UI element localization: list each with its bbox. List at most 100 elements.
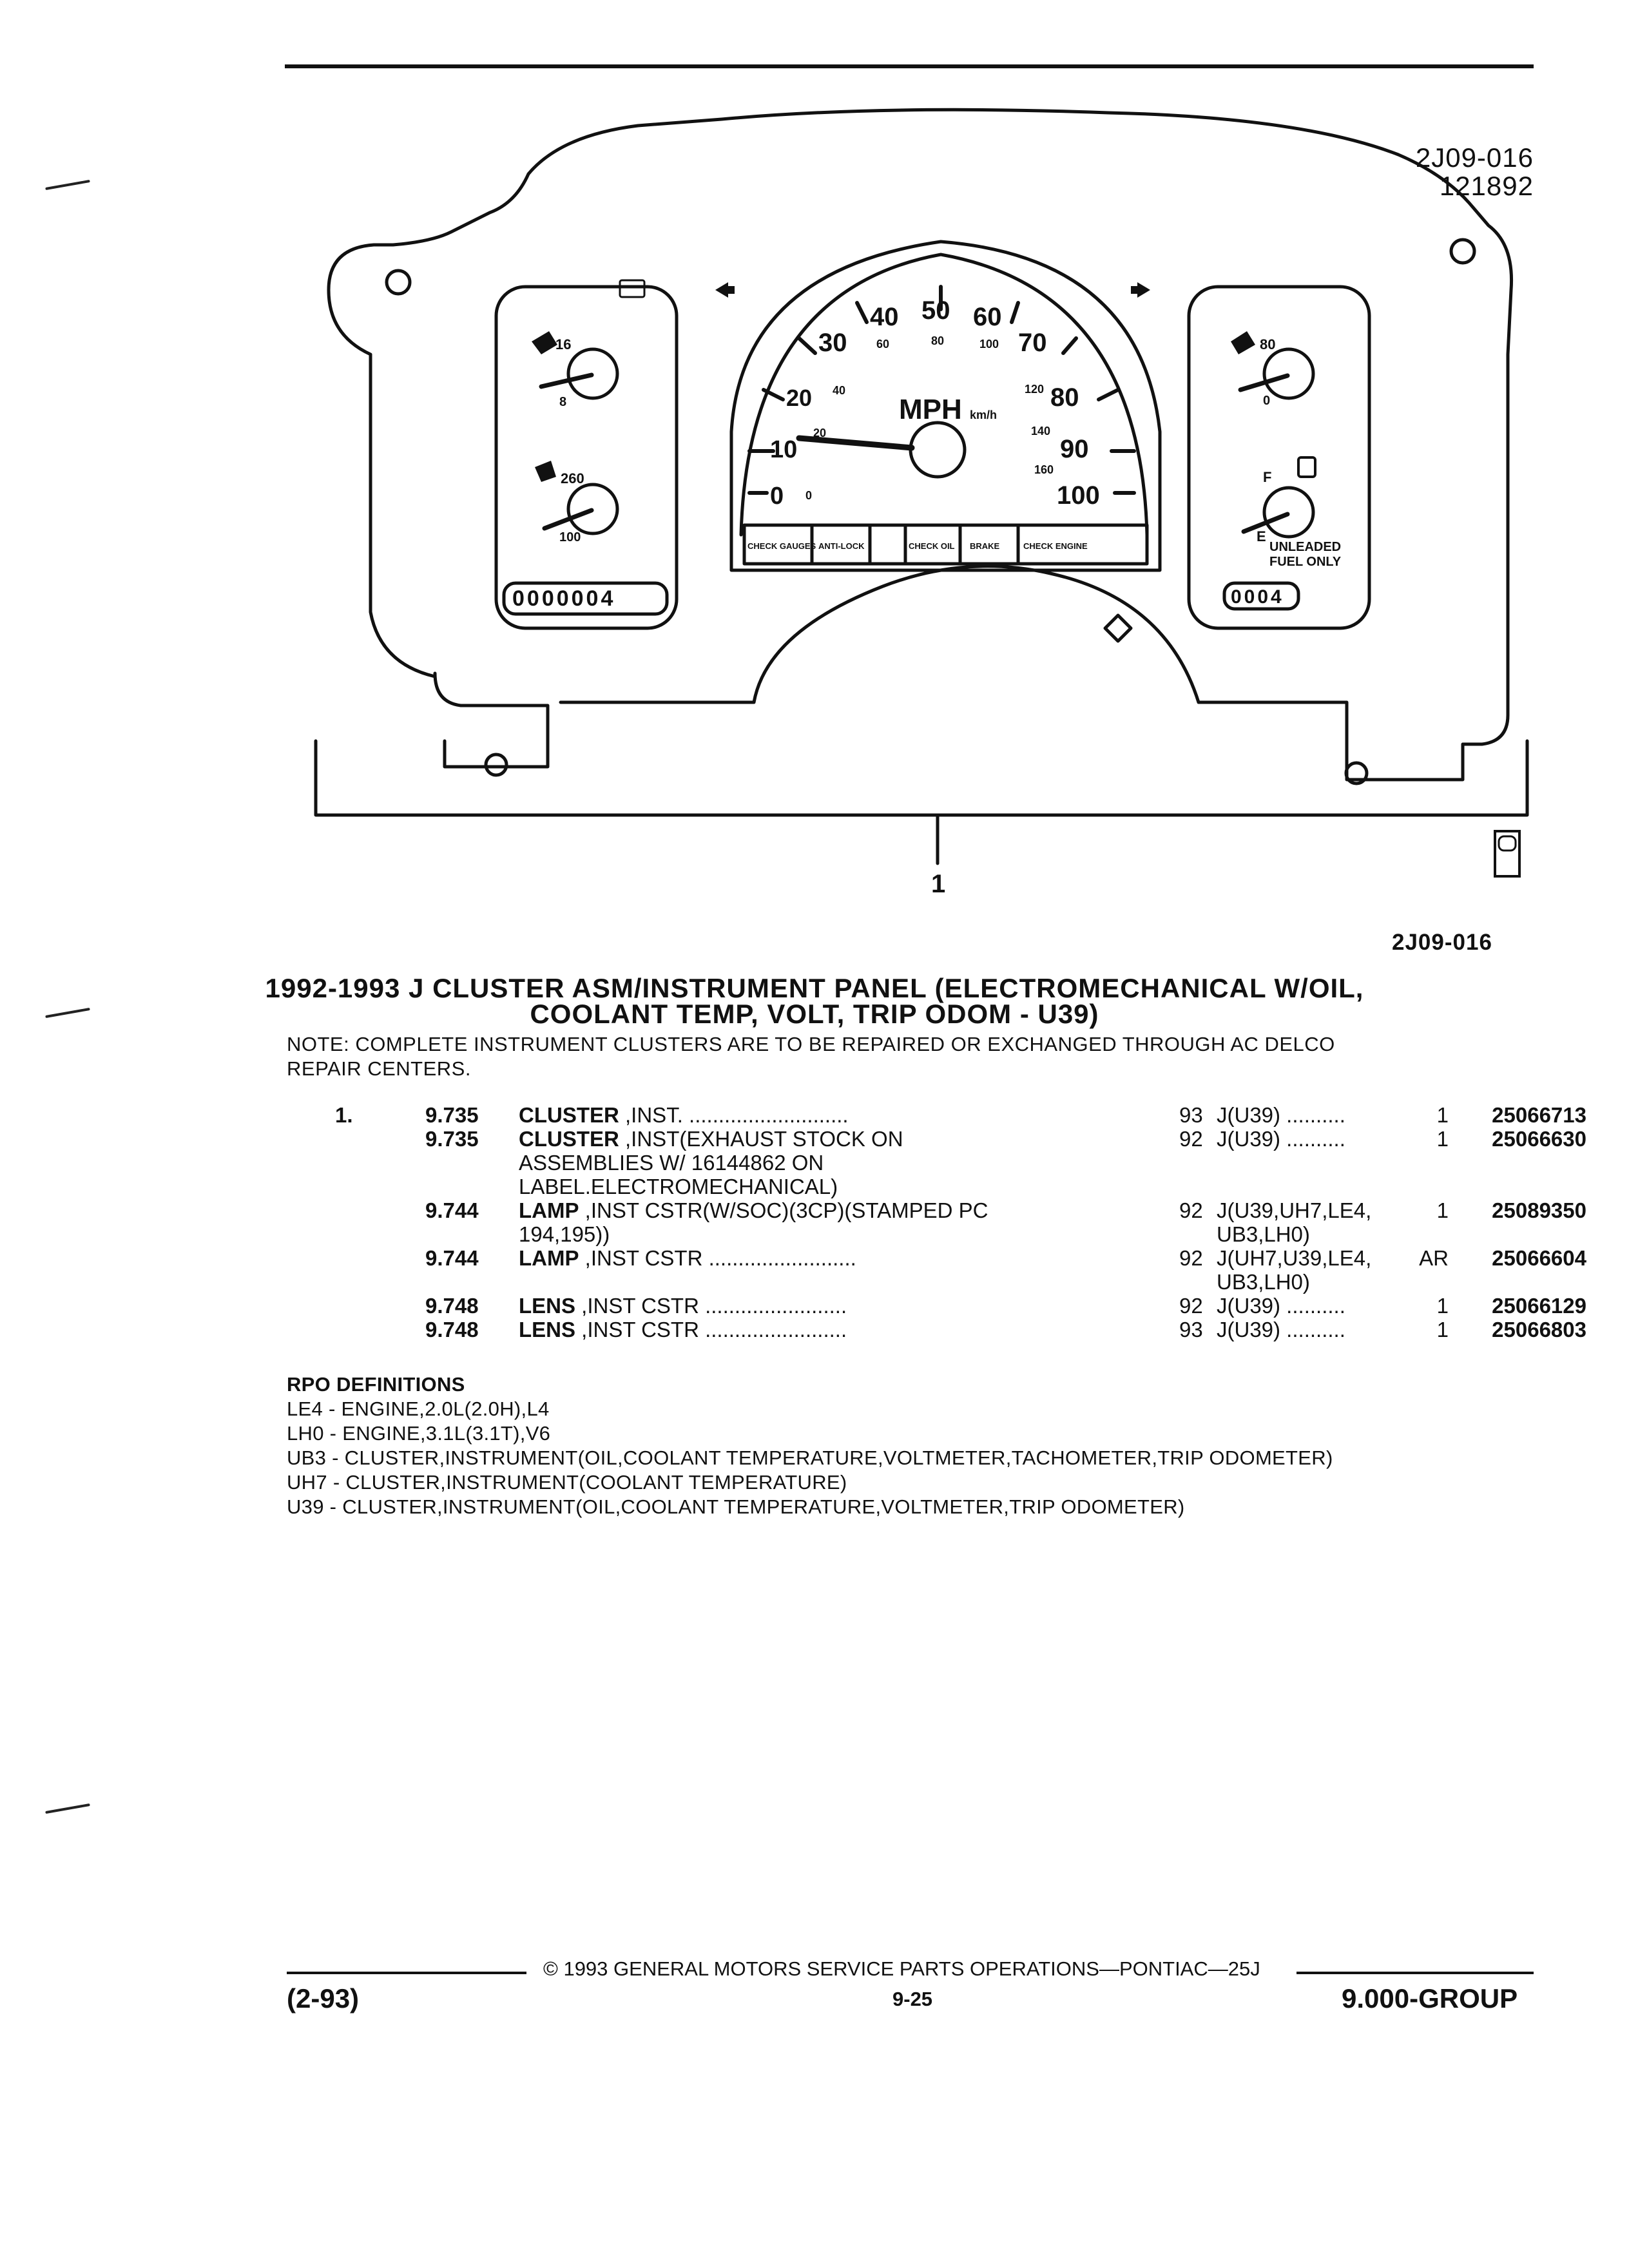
part-item-number [335, 1222, 425, 1246]
odometer-reading: 0000004 [512, 586, 615, 611]
part-quantity [1403, 1175, 1458, 1198]
kmh-tick-160: 160 [1034, 463, 1054, 476]
figure-ref-date: 121892 [1439, 171, 1534, 201]
oil-icon [1231, 331, 1255, 354]
part-desc-text: LABEL.ELECTROMECHANICAL) [519, 1175, 838, 1198]
fuel-note-line2: FUEL ONLY [1269, 555, 1342, 569]
mph-tick-70: 70 [1018, 329, 1047, 357]
part-number: 25066713 [1492, 1103, 1586, 1127]
part-desc-text: ,INST CSTR(W/SOC)(3CP)(STAMPED PC [579, 1198, 988, 1222]
part-description: ASSEMBLIES W/ 16144862 ON [519, 1151, 1179, 1175]
part-item-number [335, 1151, 425, 1175]
part-year: 92 [1179, 1294, 1203, 1318]
cluster-base-line [314, 739, 1529, 817]
part-group-code: 9.735 [425, 1127, 479, 1151]
part-group-code [425, 1270, 519, 1294]
part-rpo: J(U39,UH7,LE4, [1217, 1198, 1372, 1222]
kmh-tick-0: 0 [805, 489, 812, 502]
table-row: 9.744 LAMP ,INST CSTR(W/SOC)(3CP)(STAMPED… [335, 1198, 1586, 1222]
oil-high-label: 80 [1260, 336, 1275, 352]
footer-date-code: (2-93) [287, 1983, 360, 2013]
part-name: LENS [519, 1294, 576, 1318]
part-number [1458, 1175, 1586, 1198]
section-title-line2: COOLANT TEMP, VOLT, TRIP ODOM - U39) [530, 999, 1099, 1029]
warning-check-engine: CHECK ENGINE [1023, 541, 1088, 551]
part-year [1179, 1222, 1217, 1246]
mph-tick-80: 80 [1050, 383, 1079, 412]
part-desc-text: 194,195)) [519, 1222, 610, 1246]
speedo-kmh-label: km/h [970, 408, 997, 421]
instrument-cluster-illustration: 16 8 260 100 0000004 80 0 F E UNLEADED F… [314, 108, 1529, 898]
part-number [1458, 1270, 1586, 1294]
cluster-bezel-outline [327, 108, 1514, 782]
footer-copyright: © 1993 GENERAL MOTORS SERVICE PARTS OPER… [543, 1957, 1260, 1980]
table-row: 194,195))UB3,LH0) [335, 1222, 1586, 1246]
footer-page-number: 9-25 [892, 1988, 933, 2010]
footer-rule-right [1296, 1972, 1534, 1974]
part-number: 25066129 [1492, 1294, 1586, 1318]
part-desc-text: ,INST CSTR ......................... [579, 1246, 856, 1270]
part-group-code: 9.744 [425, 1246, 479, 1270]
fuel-note-line1: UNLEADED [1269, 540, 1341, 554]
kmh-tick-80: 80 [931, 334, 944, 347]
footer-rule-left [287, 1972, 526, 1974]
part-rpo [1217, 1175, 1403, 1198]
part-name: LAMP [519, 1246, 579, 1270]
right-turn-arrow-icon [1137, 282, 1150, 298]
part-quantity: 1 [1436, 1198, 1449, 1222]
part-number [1458, 1151, 1586, 1175]
rpo-def-ub3: UB3 - CLUSTER,INSTRUMENT(OIL,COOLANT TEM… [287, 1446, 1333, 1469]
repair-note: NOTE: COMPLETE INSTRUMENT CLUSTERS ARE T… [287, 1032, 1511, 1081]
top-rule [285, 64, 1534, 68]
part-rpo: J(U39) .......... [1217, 1318, 1345, 1341]
warning-check-oil: CHECK OIL [909, 541, 955, 551]
part-group-code [425, 1151, 519, 1175]
mph-tick-60: 60 [973, 303, 1002, 331]
kmh-tick-100: 100 [979, 338, 999, 351]
mph-tick-40: 40 [870, 303, 899, 331]
part-number: 25089350 [1492, 1198, 1586, 1222]
mph-tick-30: 30 [818, 329, 847, 357]
part-quantity: 1 [1436, 1318, 1449, 1341]
part-desc-text: ,INST(EXHAUST STOCK ON [619, 1127, 903, 1151]
part-description: LAMP ,INST CSTR(W/SOC)(3CP)(STAMPED PC [519, 1198, 1179, 1222]
speedometer-face [729, 240, 1162, 572]
mph-tick-90: 90 [1060, 435, 1089, 463]
triangle-indicator [1103, 613, 1133, 643]
part-description: CLUSTER ,INST. .........................… [519, 1103, 1179, 1127]
part-item-number [335, 1198, 425, 1222]
part-item-number [335, 1294, 425, 1318]
part-year: 93 [1179, 1318, 1203, 1341]
part-group-code: 9.748 [425, 1318, 479, 1341]
mph-tick-10: 10 [770, 436, 797, 463]
part-description: CLUSTER ,INST(EXHAUST STOCK ON [519, 1127, 1179, 1151]
part-quantity: 1 [1436, 1294, 1449, 1318]
part-name: CLUSTER [519, 1127, 619, 1151]
part-quantity: AR [1419, 1246, 1449, 1270]
scan-mark [45, 1803, 90, 1814]
repair-note-line1: NOTE: COMPLETE INSTRUMENT CLUSTERS ARE T… [287, 1033, 1335, 1055]
part-name: CLUSTER [519, 1103, 619, 1127]
part-rpo: J(U39) .......... [1217, 1294, 1345, 1318]
warning-anti-lock: ANTI-LOCK [818, 541, 865, 551]
part-description: LENS ,INST CSTR ........................ [519, 1294, 1179, 1318]
part-year: 92 [1179, 1127, 1203, 1151]
rpo-def-uh7: UH7 - CLUSTER,INSTRUMENT(COOLANT TEMPERA… [287, 1471, 847, 1494]
part-group-code: 9.744 [425, 1198, 479, 1222]
oil-low-label: 0 [1263, 394, 1270, 408]
part-item-number [335, 1127, 425, 1151]
part-name: LENS [519, 1318, 576, 1341]
speedometer-hub [909, 421, 967, 479]
rpo-def-lh0: LH0 - ENGINE,3.1L(3.1T),V6 [287, 1422, 551, 1445]
part-description: LAMP ,INST CSTR ........................… [519, 1246, 1179, 1270]
figure-ref-id: 2J09-016 [1415, 142, 1534, 173]
part-description [519, 1270, 1179, 1294]
part-item-number [335, 1246, 425, 1270]
rpo-heading: RPO DEFINITIONS [287, 1373, 465, 1396]
part-quantity: 1 [1436, 1127, 1449, 1151]
part-rpo: J(U39) .......... [1217, 1127, 1345, 1151]
part-item-number: 1. [335, 1103, 353, 1127]
fuel-empty-label: E [1257, 528, 1266, 544]
